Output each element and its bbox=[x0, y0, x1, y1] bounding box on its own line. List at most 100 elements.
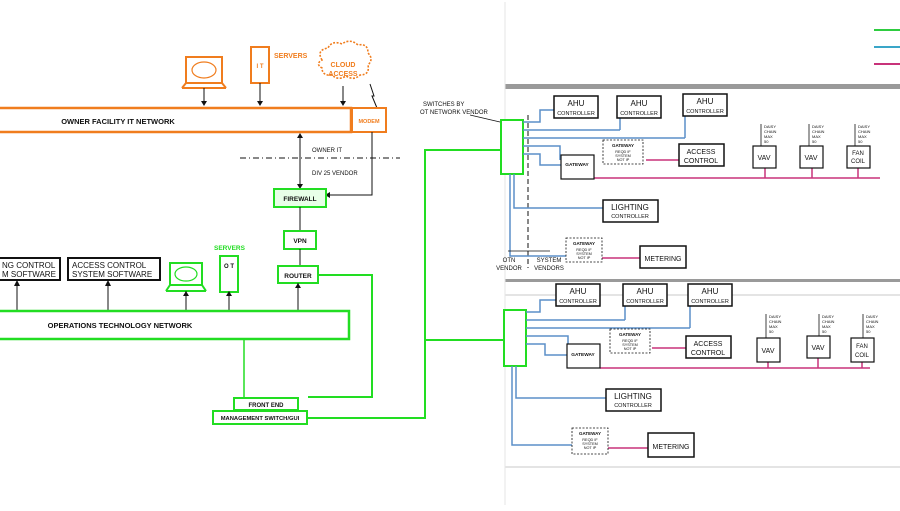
computer-icon bbox=[181, 56, 227, 89]
daisy-note: CHAIN bbox=[822, 319, 835, 324]
lighting-label: LIGHTING bbox=[611, 203, 649, 212]
front-end-label: FRONT END bbox=[249, 403, 285, 409]
lighting-controller: CONTROLLER bbox=[611, 214, 649, 220]
vav-1-label: VAV bbox=[758, 155, 771, 162]
ahu-3-box bbox=[682, 93, 728, 117]
switches-note-1: SWITCHES BY bbox=[423, 102, 464, 108]
fan-coil-2-line1: FAN bbox=[856, 344, 868, 350]
gateway-2-label: GATEWAY bbox=[571, 352, 595, 358]
access-control-2-line1: ACCESS bbox=[694, 341, 723, 348]
ahu-6-controller: CONTROLLER bbox=[691, 299, 729, 305]
daisy-note: CHAIN bbox=[764, 129, 777, 134]
it-servers-heading: SERVERS bbox=[274, 53, 308, 60]
metering-label: METERING bbox=[645, 256, 682, 263]
system-vendors-line1: SYSTEM bbox=[537, 258, 562, 264]
fan-coil-1: DAISY CHAIN MAX 50 FAN COIL bbox=[846, 124, 871, 169]
ahu-5-label: AHU bbox=[637, 287, 654, 296]
daisy-note: MAX bbox=[764, 134, 773, 139]
daisy-note: MAX bbox=[866, 324, 875, 329]
fan-coil-2-line2: COIL bbox=[855, 353, 870, 359]
access-control-2-box bbox=[685, 335, 732, 359]
daisy-note: DAISY bbox=[866, 314, 878, 319]
vav-3: DAISY CHAIN MAX 50 VAV bbox=[756, 314, 782, 363]
vpn-label: VPN bbox=[293, 238, 307, 245]
vav-4: DAISY CHAIN MAX 50 VAV bbox=[806, 314, 835, 359]
metering-2-label: METERING bbox=[653, 444, 690, 451]
gateway-dashed-1-note-1: REQD IF bbox=[615, 150, 631, 154]
vav-2-label: VAV bbox=[805, 155, 818, 162]
vav-3-label: VAV bbox=[762, 348, 775, 355]
owner-it-network-bar bbox=[0, 106, 353, 134]
access-control-line1: ACCESS bbox=[687, 149, 716, 156]
ot-network-bar bbox=[0, 309, 351, 341]
gateway-dashed-1-label: GATEWAY bbox=[612, 143, 634, 148]
gateway-dashed-4-note-2: SYSTEM bbox=[582, 442, 598, 446]
daisy-note: DAISY bbox=[769, 314, 781, 319]
ahu-6-box bbox=[687, 283, 733, 307]
switch-stack-1 bbox=[500, 119, 524, 175]
ot-network-label: OPERATIONS TECHNOLOGY NETWORK bbox=[48, 321, 193, 330]
fan-coil-1-line2: COIL bbox=[851, 159, 866, 165]
daisy-note: DAISY bbox=[812, 124, 824, 129]
daisy-note: DAISY bbox=[764, 124, 776, 129]
daisy-note: MAX bbox=[822, 324, 831, 329]
daisy-note: CHAIN bbox=[812, 129, 825, 134]
ahu-1-box bbox=[553, 95, 599, 119]
gateway-dashed-3-note-1: REQD IF bbox=[622, 339, 638, 343]
switches-note-2: OT NETWORK VENDOR bbox=[420, 110, 489, 116]
ot-server-box bbox=[219, 255, 239, 293]
system-vendors-line2: VENDORS bbox=[534, 266, 564, 272]
switch-stack-2 bbox=[503, 309, 527, 367]
lighting-2-controller: CONTROLLER bbox=[614, 403, 652, 409]
access-control-box bbox=[678, 143, 725, 167]
gateway-dashed-4-label: GATEWAY bbox=[579, 431, 601, 436]
fan-coil-1-line1: FAN bbox=[852, 151, 864, 157]
gateway-dashed-3-note-2: SYSTEM bbox=[622, 343, 638, 347]
floor-1: SWITCHES BY OT NETWORK VENDOR bbox=[420, 93, 880, 272]
daisy-note: 50 bbox=[822, 329, 827, 334]
ahu-4-controller: CONTROLLER bbox=[559, 299, 597, 305]
panel-top-rule bbox=[505, 84, 900, 89]
daisy-note: MAX bbox=[858, 134, 867, 139]
ahu-1-label: AHU bbox=[568, 99, 585, 108]
management-switch-label: MANAGEMENT SWITCH/GUI bbox=[221, 416, 300, 422]
ahu-3-label: AHU bbox=[697, 97, 714, 106]
legend bbox=[874, 29, 900, 65]
vav-1: DAISY CHAIN MAX 50 VAV bbox=[752, 124, 777, 169]
gateway-dashed-3-note-3: NOT IP bbox=[624, 347, 637, 351]
ahu-2-label: AHU bbox=[631, 99, 648, 108]
gateway-dashed-1 bbox=[602, 139, 644, 165]
daisy-note: 50 bbox=[812, 139, 817, 144]
daisy-note: 50 bbox=[858, 139, 863, 144]
daisy-note: CHAIN bbox=[858, 129, 871, 134]
gateway-dashed-1-note-3: NOT IP bbox=[617, 158, 630, 162]
owner-it-section: I T SERVERS CLOUD ACCESS OWNER FACILITY … bbox=[0, 40, 387, 134]
access-software-box bbox=[67, 257, 161, 281]
daisy-note: DAISY bbox=[822, 314, 834, 319]
gateway-dashed-4 bbox=[571, 427, 609, 455]
ahu-5-box bbox=[622, 283, 668, 307]
ahu-2-controller: CONTROLLER bbox=[620, 111, 658, 117]
ahu-1-controller: CONTROLLER bbox=[557, 111, 595, 117]
gateway-dashed-4-note-3: NOT IP bbox=[584, 446, 597, 450]
daisy-note: MAX bbox=[812, 134, 821, 139]
ahu-5-controller: CONTROLLER bbox=[626, 299, 664, 305]
owner-it-network-label: OWNER FACILITY IT NETWORK bbox=[61, 117, 175, 126]
computer-icon bbox=[165, 262, 207, 292]
boundary-owner-label: OWNER IT bbox=[312, 148, 342, 154]
daisy-note: CHAIN bbox=[866, 319, 879, 324]
access-control-2-line2: CONTROL bbox=[691, 350, 725, 357]
boundary-vendor-label: DIV 25 VENDOR bbox=[312, 171, 358, 177]
lighting-software-line1: NG CONTROL bbox=[2, 261, 56, 270]
gateway-dashed-2-note-2: SYSTEM bbox=[576, 252, 592, 256]
firewall-label: FIREWALL bbox=[283, 196, 316, 203]
ahu-2-box bbox=[616, 95, 662, 119]
modem-label: MODEM bbox=[358, 119, 380, 125]
access-software-line2: SYSTEM SOFTWARE bbox=[72, 270, 152, 279]
lighting-controller-2-box bbox=[605, 388, 662, 412]
metering-2-box bbox=[647, 432, 695, 458]
floor-panels bbox=[504, 2, 900, 505]
gateway-1-box bbox=[560, 154, 595, 180]
